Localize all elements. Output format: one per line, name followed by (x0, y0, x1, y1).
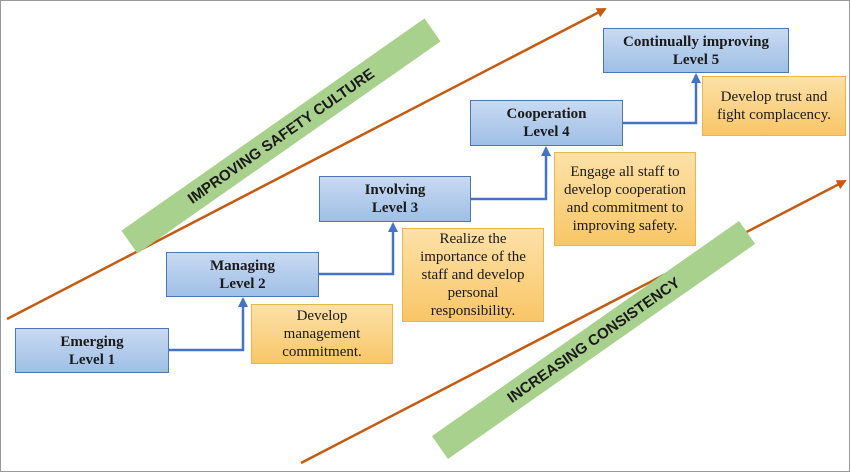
level-box-cooperation: Cooperation Level 4 (470, 100, 623, 146)
level-number: Level 1 (68, 351, 116, 368)
level-number: Level 5 (672, 51, 720, 68)
note-box-level-3: Engage all staff to develop cooperation … (554, 152, 696, 246)
note-text: Engage all staff to develop cooperation … (563, 164, 687, 234)
connector-arrow-2-to-3 (319, 222, 398, 276)
level-number: Level 4 (523, 124, 570, 140)
note-box-level-1: Develop management commitment. (251, 304, 393, 364)
note-text: Develop trust and fight complacency. (717, 89, 831, 123)
safety-culture-trend-arrow (6, 7, 607, 321)
consistency-trend-arrow (300, 179, 847, 465)
note-box-level-4: Develop trust and fight complacency. (702, 76, 846, 136)
level-name: Involving (364, 182, 426, 198)
note-box-level-2: Realize the importance of the staff and … (402, 228, 544, 322)
level-name: Cooperation (506, 106, 587, 122)
level-box-continually-improving: Continually improving Level 5 (603, 28, 789, 73)
note-text: Develop management commitment. (282, 308, 362, 360)
level-name: Emerging (60, 333, 124, 350)
note-text: Realize the importance of the staff and … (420, 231, 526, 319)
connector-arrow-1-to-2 (169, 297, 248, 352)
level-box-managing: Managing Level 2 (166, 252, 319, 297)
connector-arrow-4-to-5 (623, 73, 701, 125)
connector-arrow-3-to-4 (471, 146, 551, 201)
level-box-emerging: Emerging Level 1 (15, 328, 169, 373)
level-name: Continually improving (622, 33, 769, 50)
level-box-involving: Involving Level 3 (319, 176, 471, 222)
level-name: Managing (209, 257, 275, 274)
level-number: Level 2 (219, 275, 266, 292)
level-number: Level 3 (371, 200, 419, 216)
